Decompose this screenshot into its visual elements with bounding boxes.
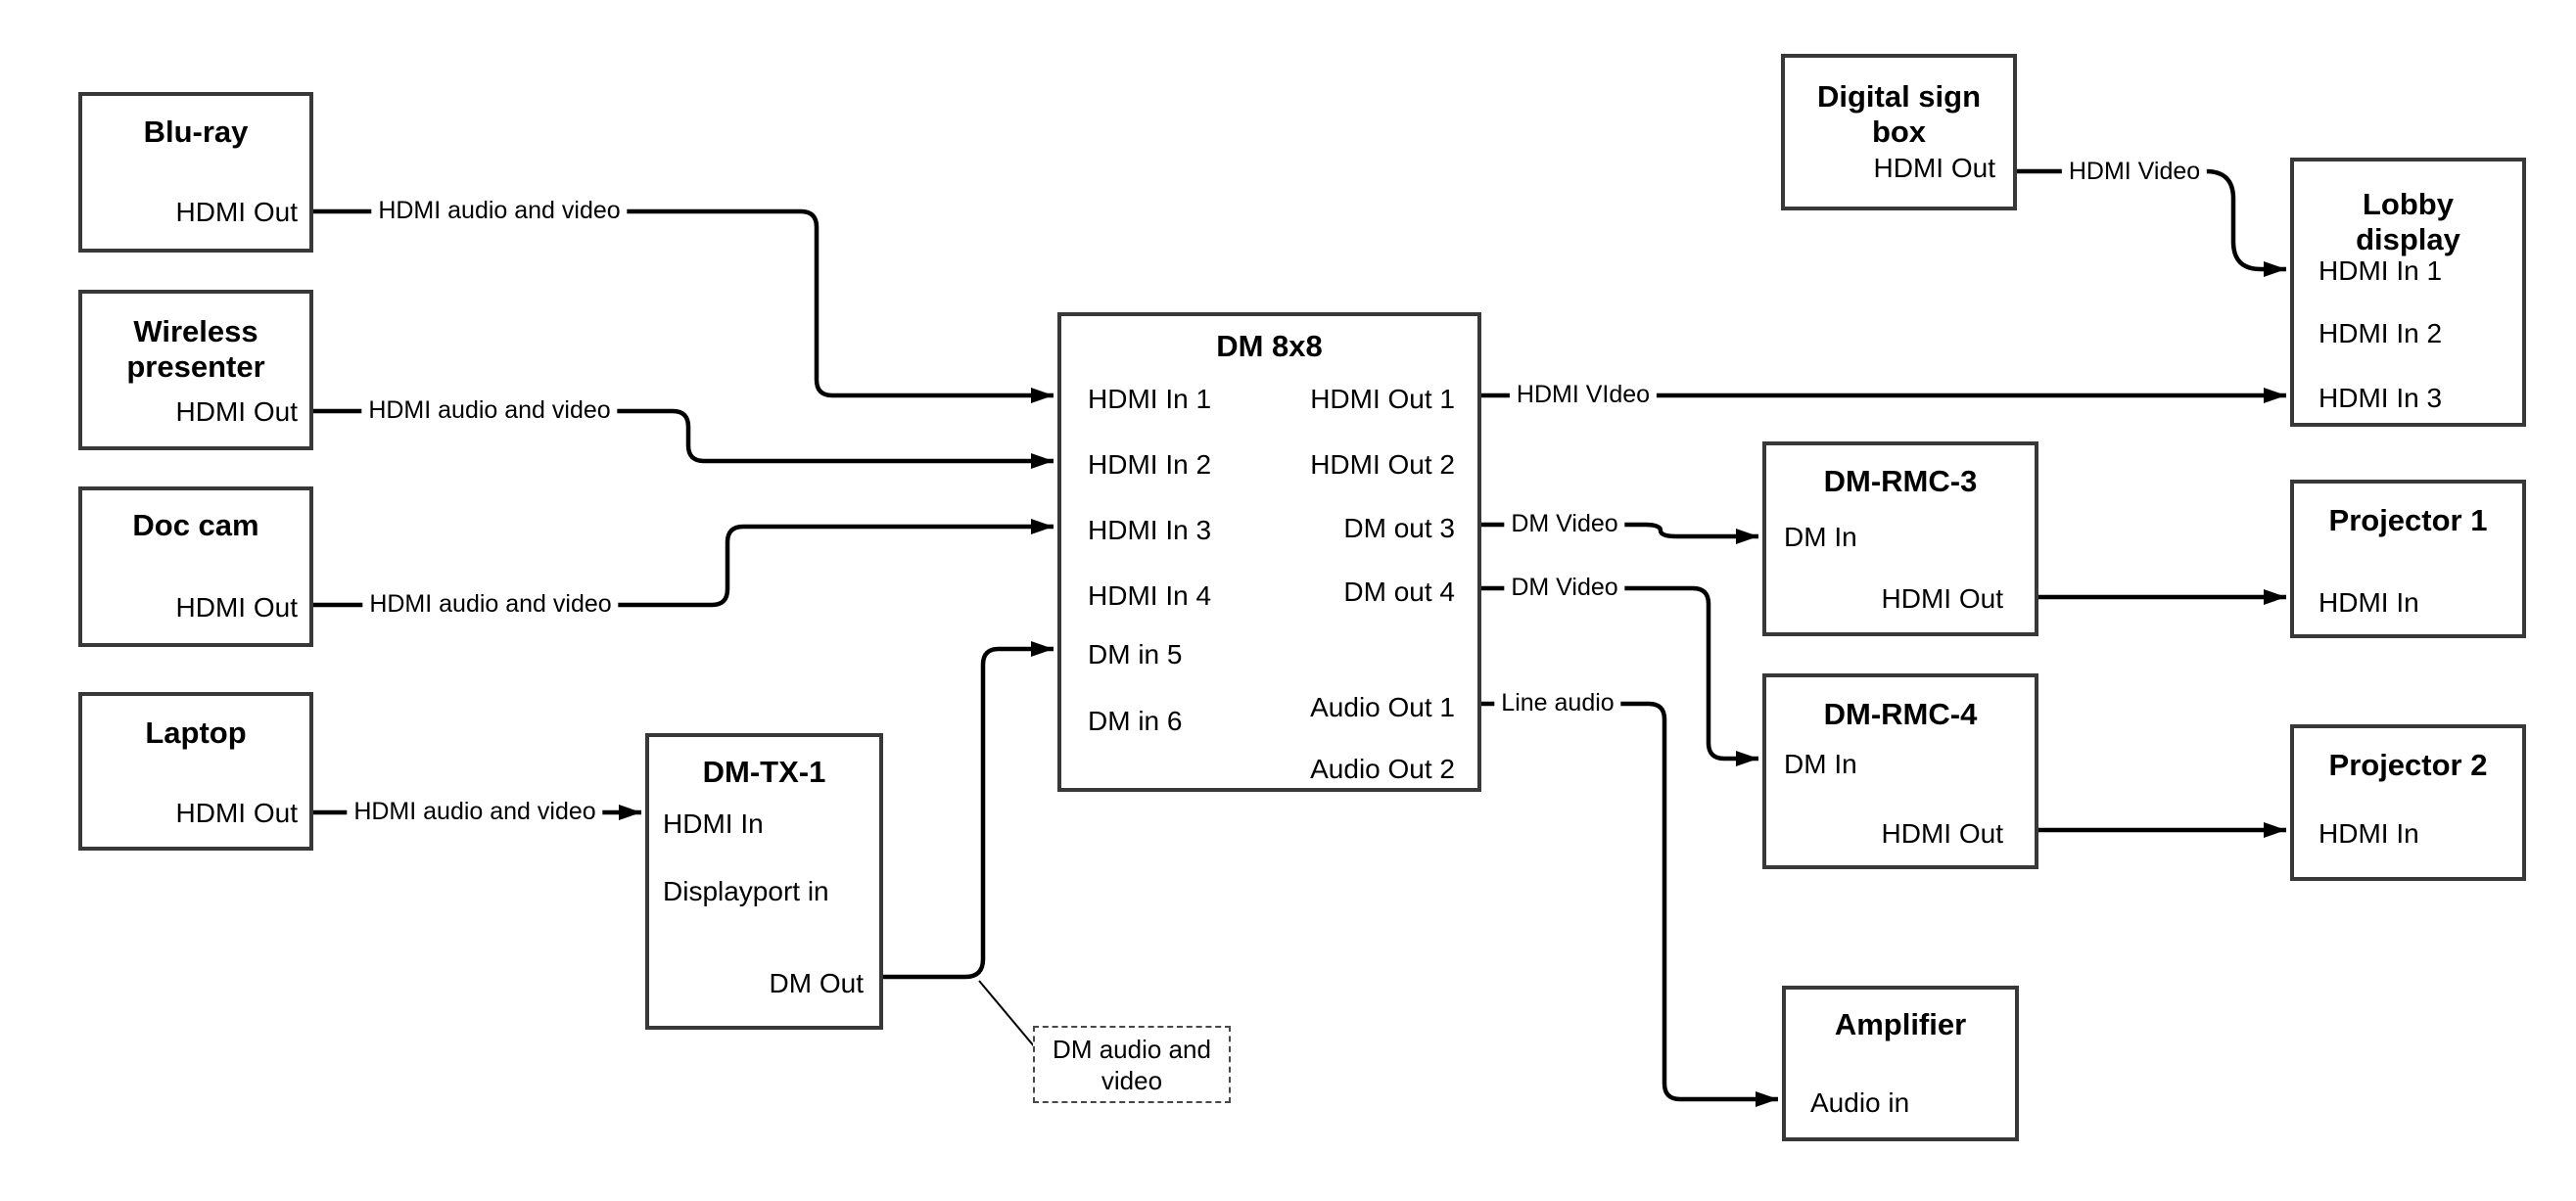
- node-title: Digital sign box: [1816, 79, 1982, 149]
- node-lobby-display: Lobby display HDMI In 1 HDMI In 2 HDMI I…: [2290, 158, 2526, 427]
- edge-label-hdmi-audio-video: HDMI audio and video: [362, 589, 619, 619]
- edge-label-hdmi-audio-video: HDMI audio and video: [371, 196, 628, 225]
- port-hdmi-out: HDMI Out: [175, 396, 298, 427]
- port-hdmi-out: HDMI Out: [175, 798, 298, 828]
- port-dm-out-3: DM out 3: [1343, 513, 1455, 543]
- port-dm-in: DM In: [1784, 522, 1857, 552]
- node-title: Doc cam: [132, 508, 259, 542]
- node-title: Projector 2: [2328, 748, 2488, 782]
- node-title: Blu-ray: [143, 115, 249, 149]
- edge-bluray-to-dm8x8-hdmi-in1: [313, 208, 1054, 403]
- node-title: Laptop: [145, 716, 247, 750]
- callout-dm-audio-video: DM audio and video: [1033, 1026, 1231, 1103]
- port-hdmi-in-4: HDMI In 4: [1088, 580, 1212, 611]
- port-hdmi-out: HDMI Out: [1881, 818, 2003, 849]
- edge-label-hdmi-video: HDMI Video: [2061, 157, 2208, 186]
- port-hdmi-in-1: HDMI In 1: [1088, 384, 1212, 414]
- port-hdmi-in: HDMI In: [2318, 818, 2419, 849]
- node-dm-rmc-4: DM-RMC-4 DM In HDMI Out: [1762, 673, 2038, 869]
- node-wireless-presenter: Wireless presenter HDMI Out: [78, 290, 313, 450]
- port-audio-out-1: Audio Out 1: [1310, 692, 1455, 722]
- node-dm-rmc-3: DM-RMC-3 DM In HDMI Out: [1762, 441, 2038, 636]
- node-dm-8x8: DM 8x8 HDMI In 1 HDMI In 2 HDMI In 3 HDM…: [1057, 312, 1481, 792]
- edge-dm8x8-dmout3-to-rmc3-dm-in: [1481, 522, 1758, 544]
- node-dm-tx-1: DM-TX-1 HDMI In Displayport in DM Out: [645, 733, 883, 1030]
- port-hdmi-out: HDMI Out: [175, 592, 298, 623]
- callout-leader-line: [978, 980, 1036, 1048]
- port-dm-in-5: DM in 5: [1088, 639, 1183, 670]
- node-title: Projector 1: [2328, 503, 2488, 537]
- edge-label-dm-video: DM Video: [1504, 509, 1625, 538]
- edge-wireless-to-dm8x8-hdmi-in2: [313, 408, 1054, 469]
- port-hdmi-in: HDMI In: [2318, 587, 2419, 618]
- edge-label-hdmi-audio-video: HDMI audio and video: [347, 797, 603, 826]
- edge-doccam-to-dm8x8-hdmi-in3: [313, 519, 1054, 608]
- node-digital-sign-box: Digital sign box HDMI Out: [1781, 54, 2017, 210]
- node-title: Wireless presenter: [126, 314, 265, 384]
- node-title: DM 8x8: [1216, 329, 1323, 363]
- edge-label-line-audio: Line audio: [1494, 688, 1621, 717]
- node-title: DM-TX-1: [702, 755, 826, 789]
- edge-label-dm-video: DM Video: [1504, 573, 1625, 602]
- port-hdmi-out-2: HDMI Out 2: [1310, 449, 1455, 480]
- node-title: Lobby display: [2356, 187, 2460, 256]
- edge-dm8x8-audioout1-to-amp-audio-in: [1481, 701, 1778, 1107]
- node-projector-2: Projector 2 HDMI In: [2290, 724, 2526, 881]
- node-title: DM-RMC-4: [1823, 697, 1978, 731]
- port-displayport-in: Displayport in: [663, 876, 829, 906]
- node-laptop: Laptop HDMI Out: [78, 692, 313, 851]
- port-hdmi-out: HDMI Out: [1873, 153, 1995, 183]
- node-title: DM-RMC-3: [1823, 464, 1978, 498]
- edge-label-hdmi-audio-video: HDMI audio and video: [361, 395, 618, 425]
- edge-signbox-to-lobby-hdmi-in1: [2017, 168, 2286, 277]
- port-hdmi-out-1: HDMI Out 1: [1310, 384, 1455, 414]
- port-hdmi-in-1: HDMI In 1: [2318, 255, 2443, 286]
- port-hdmi-in-2: HDMI In 2: [1088, 449, 1212, 480]
- edge-label-hdmi-video: HDMI VIdeo: [1509, 380, 1658, 409]
- port-hdmi-out: HDMI Out: [1881, 583, 2003, 614]
- port-dm-out-4: DM out 4: [1343, 577, 1455, 607]
- port-hdmi-in-3: HDMI In 3: [2318, 383, 2443, 413]
- node-bluray: Blu-ray HDMI Out: [78, 92, 313, 253]
- port-audio-out-2: Audio Out 2: [1310, 754, 1455, 784]
- edge-dmtx1-to-dm8x8-dm-in5: [883, 641, 1054, 980]
- port-audio-in: Audio in: [1810, 1087, 1910, 1118]
- port-dm-in: DM In: [1784, 749, 1857, 779]
- port-hdmi-in-3: HDMI In 3: [1088, 515, 1212, 545]
- port-hdmi-in: HDMI In: [663, 808, 764, 839]
- node-doc-cam: Doc cam HDMI Out: [78, 486, 313, 647]
- port-dm-out: DM Out: [769, 968, 864, 998]
- port-dm-in-6: DM in 6: [1088, 706, 1183, 736]
- port-hdmi-in-2: HDMI In 2: [2318, 318, 2443, 348]
- edge-dm8x8-dmout4-to-rmc4-dm-in: [1481, 585, 1758, 766]
- port-hdmi-out: HDMI Out: [175, 197, 298, 227]
- node-title: Amplifier: [1834, 1007, 1967, 1041]
- node-projector-1: Projector 1 HDMI In: [2290, 480, 2526, 638]
- node-amplifier: Amplifier Audio in: [1782, 986, 2019, 1141]
